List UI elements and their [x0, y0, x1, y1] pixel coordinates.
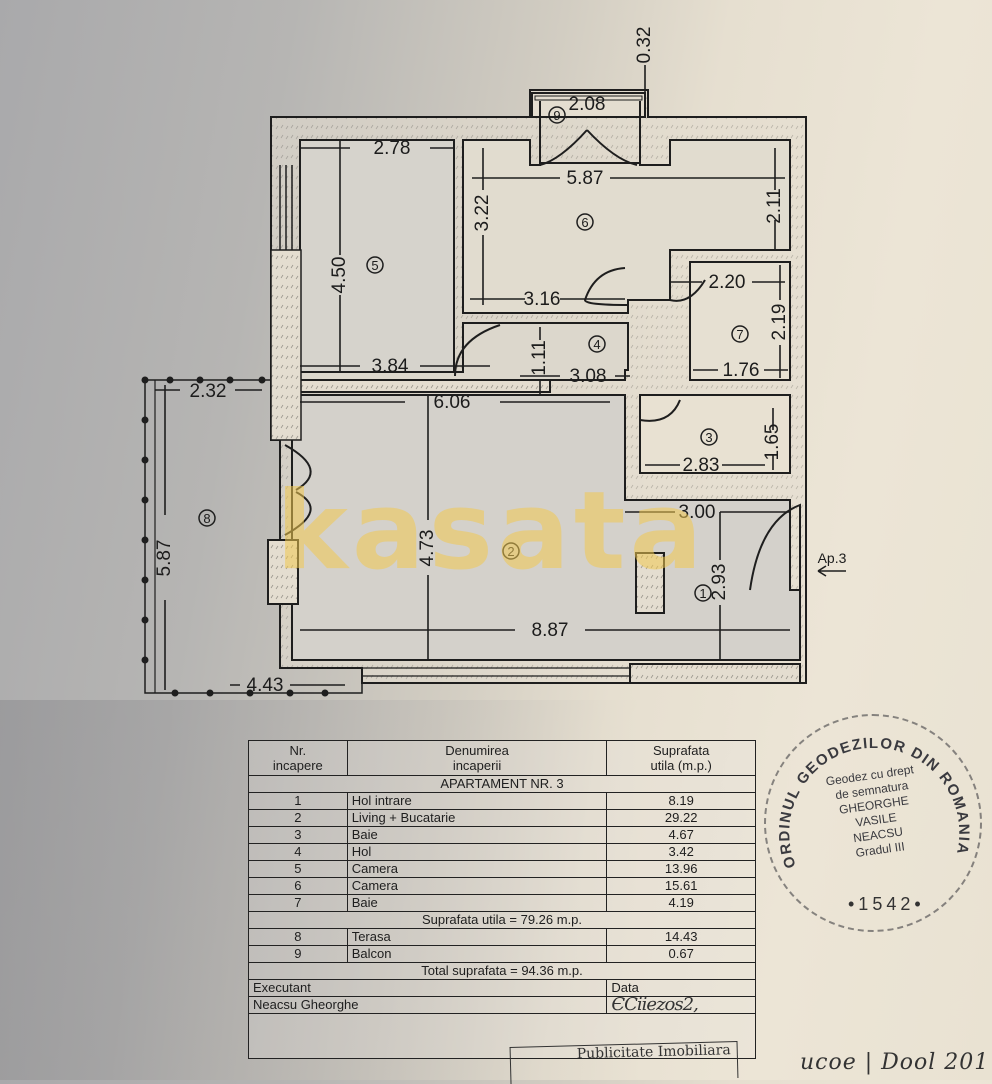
blank-row — [248, 1013, 756, 1059]
dim-room5-width: 2.78 — [374, 138, 411, 159]
stamp-ring-icon: ORDINUL GEODEZILOR DIN ROMANIA — [776, 735, 971, 871]
dim-room6-right: 2.11 — [764, 188, 785, 224]
dim-terrace-height: 5.87 — [154, 540, 175, 577]
section-title: APARTAMENT NR. 3 — [248, 775, 756, 793]
dim-balcony-width: 2.08 — [569, 94, 606, 115]
dim-room7-bottom: 1.76 — [723, 360, 760, 381]
room-number-4: 4 — [593, 337, 600, 352]
room-number-2: 2 — [507, 544, 514, 559]
room-number-7: 7 — [736, 327, 743, 342]
dim-room6-height: 3.22 — [472, 195, 493, 232]
handwritten-note: ucoe | Dool 201 — [800, 1050, 990, 1075]
room-number-5: 5 — [371, 258, 378, 273]
stamp-text: Geodez cu drept de semnatura GHEORGHE VA… — [824, 762, 915, 861]
dim-room5-bottom: 3.84 — [372, 356, 409, 377]
dim-terrace-bottom: 4.43 — [247, 675, 284, 696]
publicity-stamp: Publicitate Imobiliara — [509, 1041, 739, 1084]
surveyor-stamp: ORDINUL GEODEZILOR DIN ROMANIA Geodez cu… — [764, 714, 982, 932]
dim-entry-height: 2.93 — [709, 564, 730, 601]
dim-living-height: 4.73 — [417, 530, 438, 567]
header-nr: Nr.incapere — [248, 740, 348, 776]
grand-total: Total suprafata = 94.36 m.p. — [248, 962, 756, 980]
entrance-label: Ap.3 — [818, 550, 847, 566]
room-number-8: 8 — [203, 511, 210, 526]
dim-balcony-depth: 0.32 — [634, 27, 655, 64]
dim-entry-width: 3.00 — [679, 502, 716, 523]
room-number-9: 9 — [553, 108, 560, 123]
dim-room5-height: 4.50 — [329, 257, 350, 294]
dim-room7-height: 2.19 — [769, 304, 790, 341]
dim-hall-width: 3.08 — [570, 366, 607, 387]
dim-living-top: 6.06 — [434, 392, 471, 413]
dim-room6-width: 5.87 — [567, 168, 604, 189]
signature: ЄCiiezos2, — [606, 996, 756, 1014]
dim-bath3-width: 2.83 — [683, 455, 720, 476]
dim-terrace-top: 2.32 — [190, 381, 227, 402]
dim-room7-top: 2.20 — [709, 272, 746, 293]
room-number-6: 6 — [581, 215, 588, 230]
dim-room6-bottom: 3.16 — [524, 289, 561, 310]
dim-hall-vertical: 1.11 — [529, 340, 550, 376]
executant-label: Executant — [247, 979, 608, 997]
useful-total: Suprafata utila = 79.26 m.p. — [248, 911, 756, 929]
floor-plan: 2.78 4.50 3.84 5.87 3.22 3.16 2.11 2.08 … — [141, 27, 847, 697]
stamp-number: •1542• — [848, 894, 925, 914]
room-number-1: 1 — [699, 586, 706, 601]
dim-bath3-height: 1.65 — [762, 424, 783, 461]
room-number-3: 3 — [705, 430, 712, 445]
dim-living-width: 8.87 — [532, 620, 569, 641]
executant-name: Neacsu Gheorghe — [247, 996, 608, 1014]
